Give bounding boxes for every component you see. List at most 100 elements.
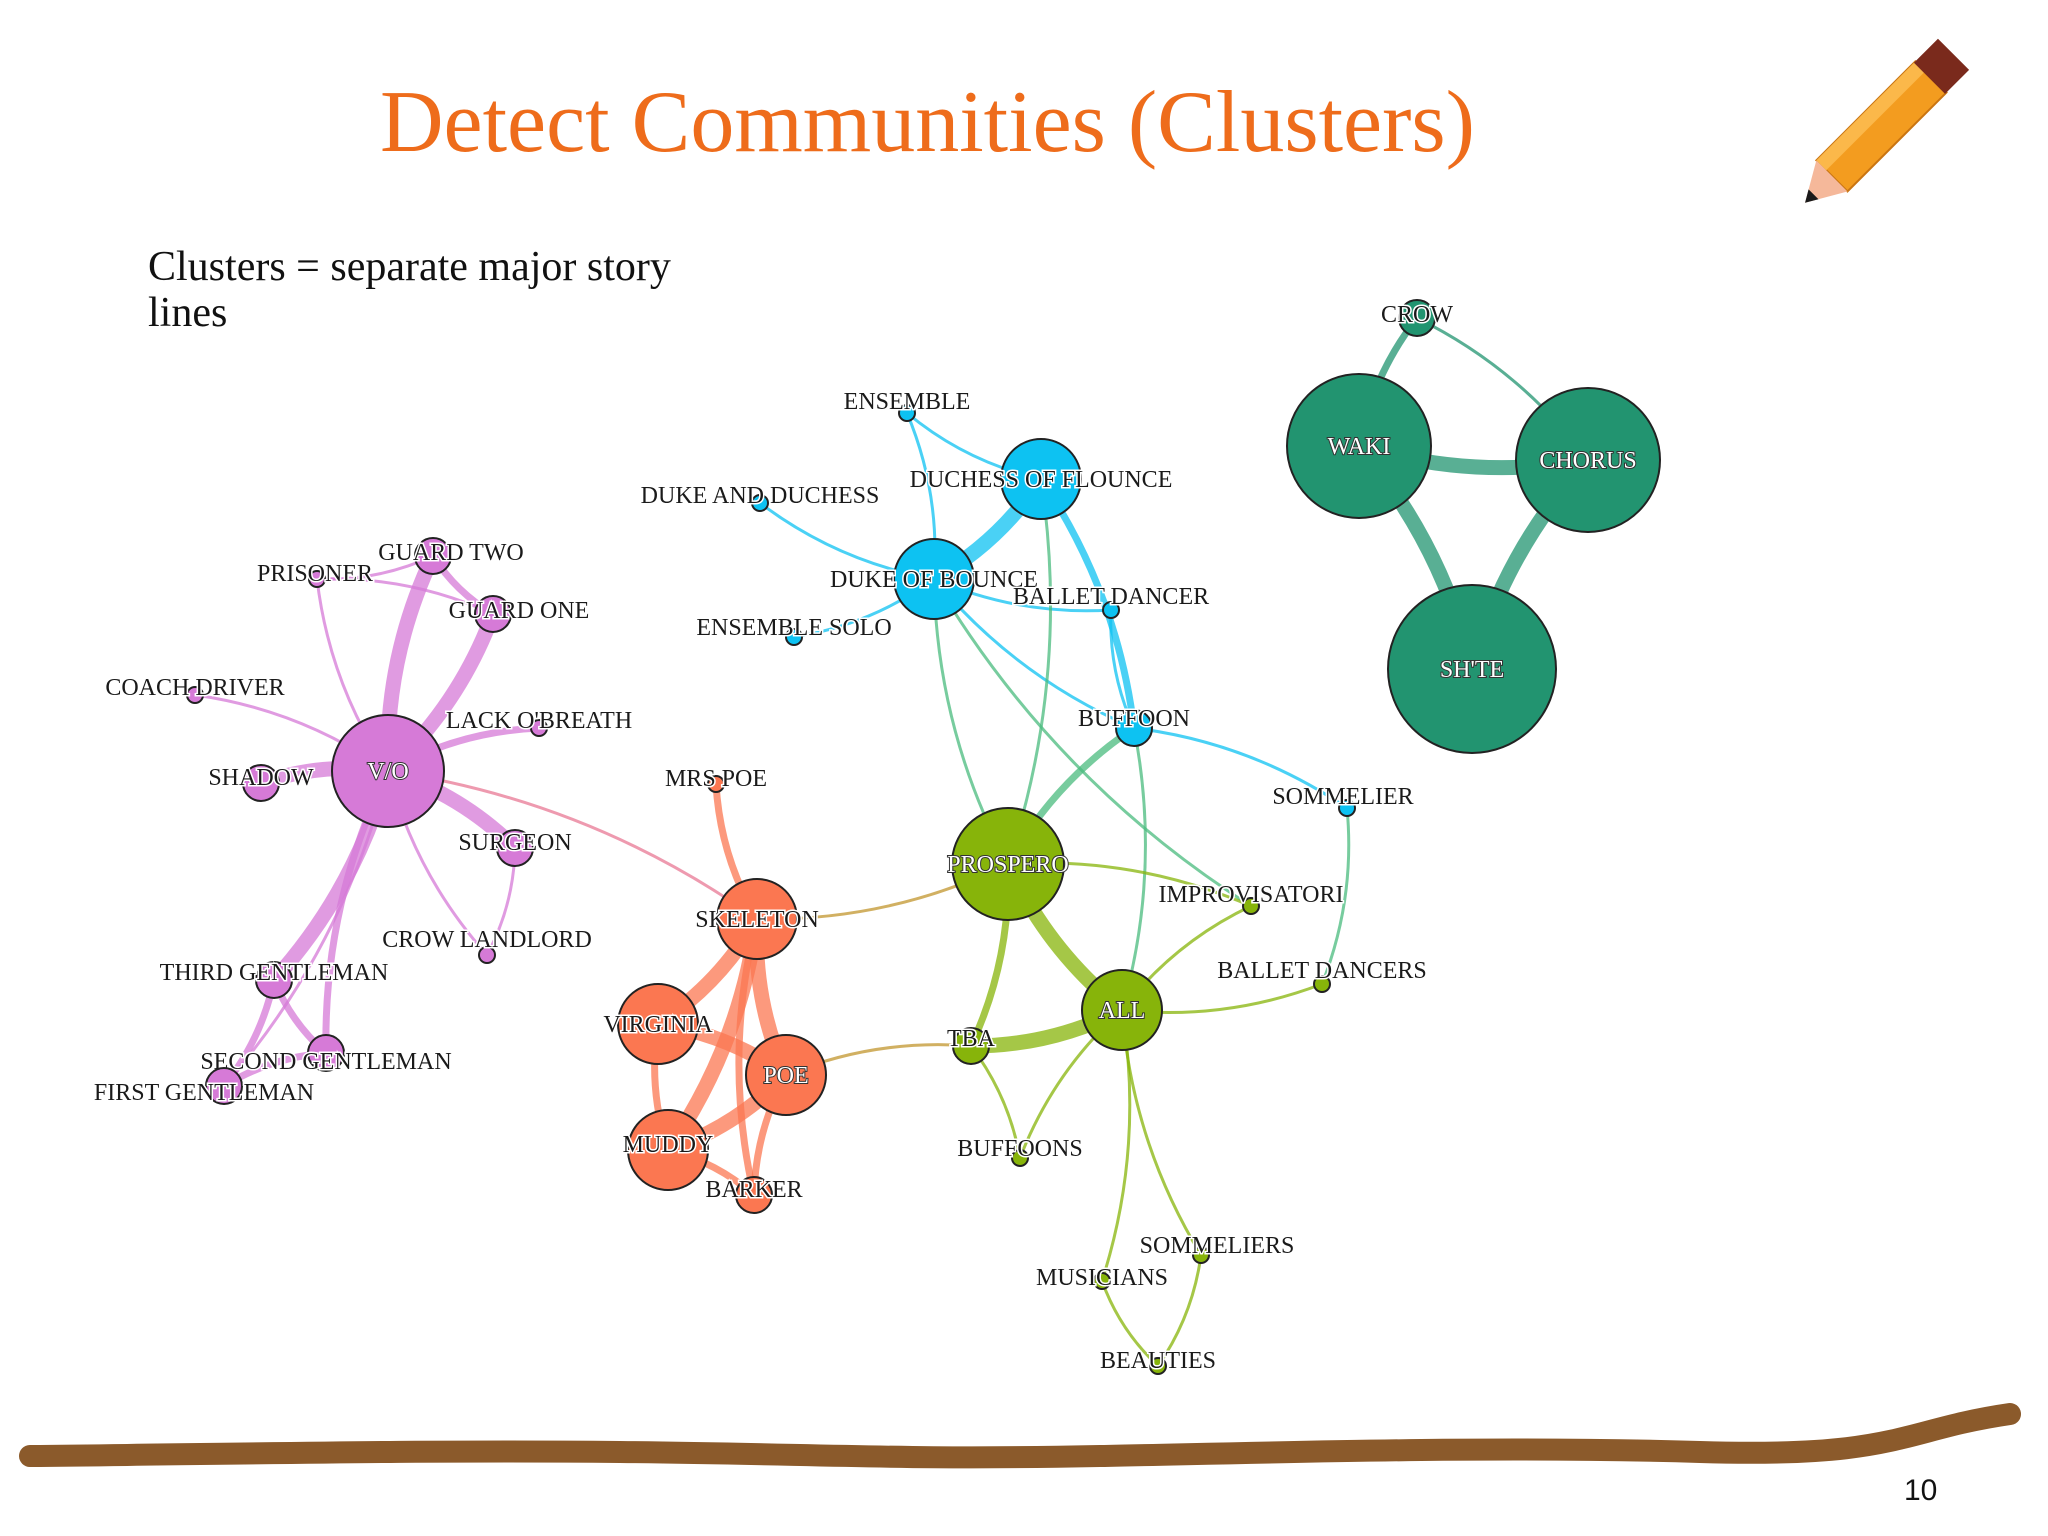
node-label: ENSEMBLE — [844, 389, 971, 415]
node-guard-two: GUARD TWO — [377, 537, 525, 575]
node-label: MRS POE — [665, 766, 767, 792]
edge-sommelier-ballet_dancers — [1320, 807, 1351, 985]
node-label: GUARD ONE — [449, 598, 590, 624]
brown-divider-line — [19, 1403, 2021, 1469]
node-circle — [898, 404, 916, 422]
node-label: POE — [763, 1063, 808, 1089]
node-circle — [1387, 584, 1557, 754]
edge-buffoon-sommelier — [1133, 726, 1348, 810]
node-buffoon: BUFFOON — [1076, 705, 1192, 747]
node-duke-of-bounce: DUKE OF BOUNCE — [828, 538, 1040, 620]
node-label: MUSICIANS — [1036, 1265, 1168, 1291]
node-circle — [1286, 373, 1432, 519]
node-circle — [1081, 969, 1163, 1051]
node-label: SECOND GENTLEMAN — [200, 1049, 451, 1075]
node-label: ALL — [1099, 998, 1146, 1024]
node-label: PROSPERO — [947, 852, 1068, 878]
node-circle — [735, 1176, 773, 1214]
node-circle — [474, 595, 512, 633]
node-shadow: SHADOW — [207, 764, 316, 802]
node-circle — [1102, 601, 1120, 619]
node-label: WAKI — [1328, 434, 1391, 460]
node-label: COACH DRIVER — [105, 675, 284, 701]
node-circle — [530, 719, 548, 737]
node-surgeon: SURGEON — [457, 829, 573, 867]
node-poe: POE — [745, 1034, 827, 1116]
node-circle — [1115, 709, 1153, 747]
node-ballet-dancers: BALLET DANCERS — [1216, 957, 1428, 993]
node-circle — [1398, 299, 1436, 337]
node-circle — [1192, 1246, 1210, 1264]
node-shite: SH'TE — [1387, 584, 1557, 754]
node-third-gentleman: THIRD GENTLEMAN — [158, 959, 390, 999]
node-label: SH'TE — [1440, 657, 1504, 683]
node-label: PRISONER — [257, 561, 373, 587]
node-sommeliers: SOMMELIERS — [1138, 1232, 1296, 1264]
node-circle — [785, 628, 803, 646]
node-circle — [186, 686, 204, 704]
node-circle — [745, 1034, 827, 1116]
node-circle — [1000, 438, 1082, 520]
node-circle — [1011, 1149, 1029, 1167]
node-circle — [1313, 975, 1331, 993]
node-skeleton: SKELETON — [694, 878, 820, 960]
node-label: CROW LANDLORD — [382, 927, 592, 953]
node-ensemble-solo: ENSEMBLE SOLO — [695, 614, 893, 646]
node-first-gentleman: FIRST GENTLEMAN — [92, 1067, 316, 1108]
node-chorus: CHORUS — [1515, 387, 1661, 533]
node-sommelier: SOMMELIER — [1271, 783, 1415, 817]
node-circle — [308, 570, 326, 588]
node-crow: CROW — [1380, 299, 1455, 337]
node-label: SHADOW — [208, 765, 314, 791]
node-circle — [331, 714, 445, 828]
node-circle — [707, 775, 725, 793]
node-label: VIRGINIA — [603, 1012, 713, 1038]
node-ensemble: ENSEMBLE — [842, 388, 972, 422]
node-mrs-poe: MRS POE — [663, 765, 768, 794]
node-label: IMPROVISATORI — [1159, 882, 1344, 908]
node-label: BALLET DANCER — [1013, 584, 1209, 610]
slide-title: Detect Communities (Clusters) — [380, 74, 1475, 171]
node-label: V/O — [367, 759, 408, 785]
node-label: THIRD GENTLEMAN — [160, 960, 389, 986]
node-improvisatori: IMPROVISATORI — [1157, 881, 1345, 915]
node-label: BUFFOON — [1078, 706, 1190, 732]
node-circle — [307, 1034, 345, 1072]
node-label: CROW — [1381, 302, 1453, 328]
node-circle — [893, 538, 975, 620]
node-label: BALLET DANCERS — [1217, 958, 1427, 984]
node-circle — [627, 1109, 709, 1191]
node-label: GUARD TWO — [378, 540, 524, 566]
node-circle — [716, 878, 798, 960]
node-label: BARKER — [705, 1177, 802, 1203]
node-label: SURGEON — [458, 830, 571, 856]
node-circle — [1338, 799, 1356, 817]
node-circle — [952, 1027, 990, 1065]
node-circle — [1149, 1357, 1167, 1375]
node-circle — [242, 764, 280, 802]
node-circle — [617, 983, 699, 1065]
node-crow-landlord: CROW LANDLORD — [381, 926, 593, 964]
node-circle — [478, 946, 496, 964]
node-circle — [751, 494, 769, 512]
node-label: SOMMELIERS — [1140, 1233, 1295, 1259]
node-label: ENSEMBLE SOLO — [696, 615, 891, 641]
node-second-gentleman: SECOND GENTLEMAN — [199, 1034, 453, 1077]
node-circle — [205, 1067, 243, 1105]
node-tba: TBA — [946, 1025, 997, 1065]
node-label: LACK O'BREATH — [446, 708, 632, 734]
node-all: ALL — [1081, 969, 1163, 1051]
edge-duke_of_bounce-improvisatori — [932, 578, 1252, 908]
node-virginia: VIRGINIA — [602, 983, 715, 1065]
node-label: TBA — [947, 1026, 996, 1052]
node-circle — [1515, 387, 1661, 533]
node-circle — [496, 829, 534, 867]
node-circle — [255, 961, 293, 999]
node-guard-one: GUARD ONE — [447, 595, 591, 633]
node-label: BUFFOONS — [957, 1136, 1082, 1162]
node-circle — [414, 537, 452, 575]
node-circle — [951, 807, 1065, 921]
node-duke-and-duchess: DUKE AND DUCHESS — [639, 482, 881, 512]
node-lack-o-breath: LACK O'BREATH — [444, 707, 634, 737]
node-duchess-of-flounce: DUCHESS OF FLOUNCE — [908, 438, 1174, 520]
